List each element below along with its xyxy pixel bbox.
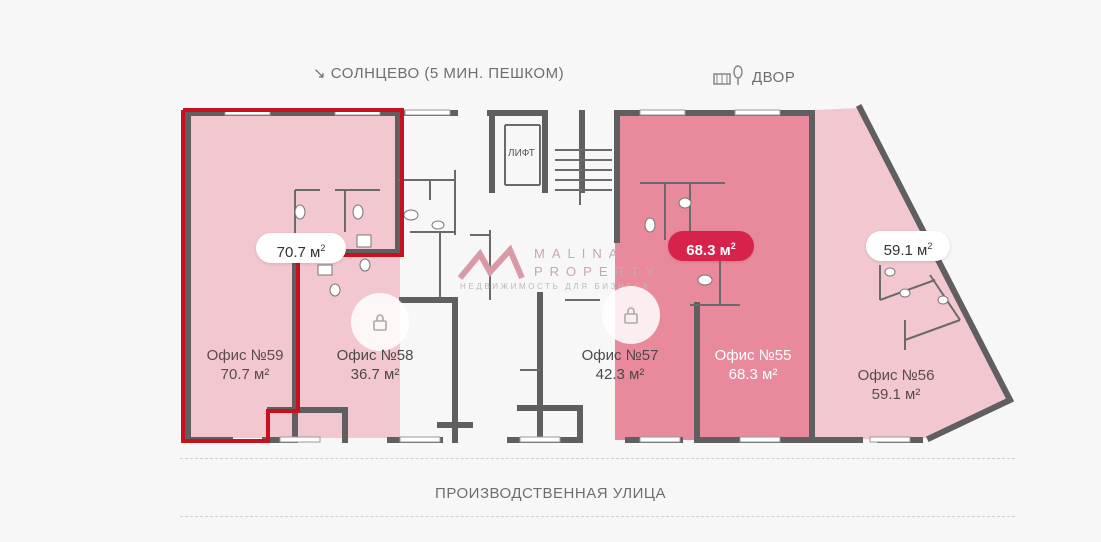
office-area: 70.7 м²: [220, 366, 270, 383]
windows: [224, 109, 911, 443]
office-56-area-badge[interactable]: 59.1 м2: [866, 231, 950, 261]
office-56-label[interactable]: Офис №56 59.1 м²: [841, 366, 951, 404]
office-58-lock-icon: [351, 293, 409, 351]
office-area: 42.3 м²: [595, 366, 645, 383]
office-59-label[interactable]: Офис №59 70.7 м²: [195, 346, 295, 384]
office-area: 36.7 м²: [350, 366, 400, 383]
badge-value: 68.3 м: [686, 242, 731, 259]
malina-property-logo: MALINA PROPERTY НЕДВИЖИМОСТЬ ДЛЯ БИЗНЕСА: [456, 244, 654, 294]
office-area: 68.3 м²: [728, 366, 778, 383]
office-name: Офис №55: [714, 347, 792, 364]
elevator-label: ЛИФТ: [508, 148, 535, 159]
yard-label: ДВОР: [752, 68, 796, 86]
office-56-fill[interactable]: [815, 108, 1010, 440]
office-name: Офис №56: [857, 367, 935, 384]
office-name: Офис №59: [206, 347, 284, 364]
badge-value: 70.7 м: [276, 244, 321, 261]
office-name: Офис №58: [336, 347, 414, 364]
office-55-area-badge[interactable]: 68.3 м2: [668, 231, 754, 261]
office-58-label[interactable]: Офис №58 36.7 м²: [320, 346, 430, 384]
office-57-lock-icon: [602, 286, 660, 344]
logo-line-1: MALINA: [534, 246, 625, 261]
office-area: 59.1 м²: [871, 386, 921, 403]
office-name: Офис №57: [581, 347, 659, 364]
logo-line-2: PROPERTY: [534, 264, 662, 279]
yard-label-group: ДВОР: [712, 64, 795, 90]
separator-bottom: [180, 516, 1015, 517]
logo-mark-icon: [457, 244, 525, 280]
direction-label: ↘ СОЛНЦЕВО (5 МИН. ПЕШКОМ): [313, 65, 565, 82]
office-55-fill[interactable]: [615, 115, 811, 440]
yard-icon: [712, 64, 744, 90]
office-59-area-badge[interactable]: 70.7 м2: [256, 233, 346, 263]
street-label: ПРОИЗВОДСТВЕННАЯ УЛИЦА: [435, 485, 666, 502]
interior-lines: [294, 124, 961, 371]
logo-tagline: НЕДВИЖИМОСТЬ ДЛЯ БИЗНЕСА: [460, 282, 651, 291]
badge-value: 59.1 м: [883, 242, 928, 259]
separator-top: [180, 458, 1015, 459]
office-55-label[interactable]: Офис №55 68.3 м²: [698, 346, 808, 384]
office-59-outline: [181, 108, 404, 443]
office-57-label[interactable]: Офис №57 42.3 м²: [565, 346, 675, 384]
plumbing-fixtures: [294, 197, 949, 305]
